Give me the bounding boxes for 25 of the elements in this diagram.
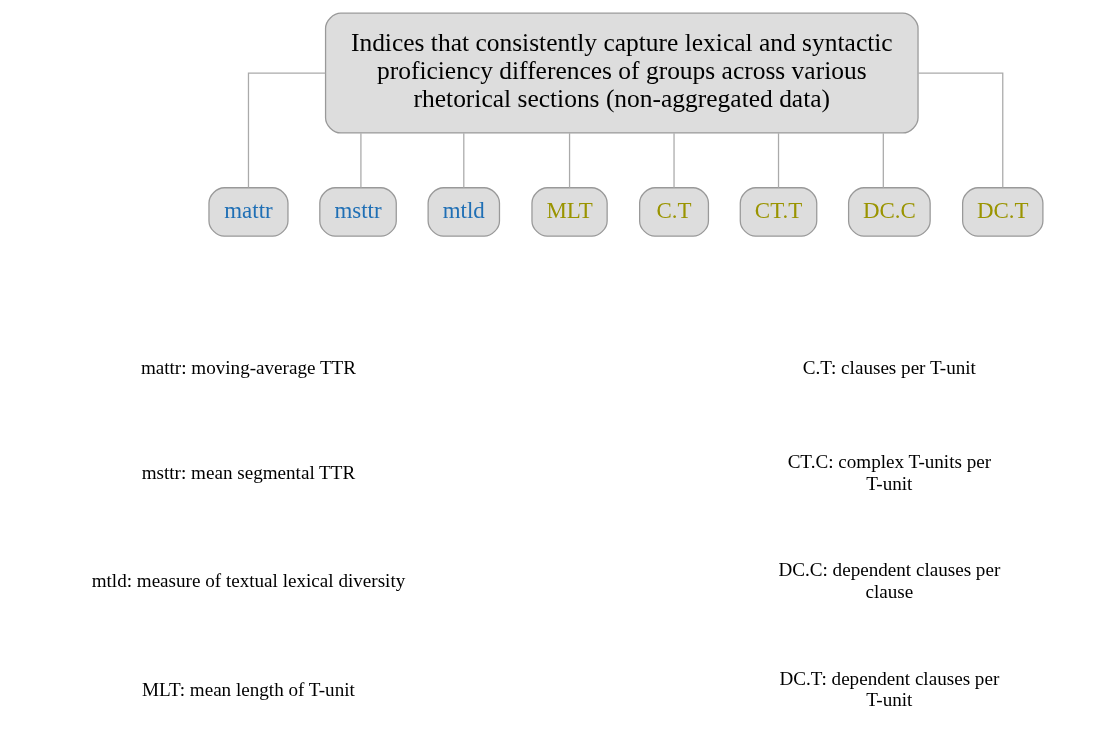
label: mtld: measure of textual lexical diversity <box>91 570 405 592</box>
connector <box>568 132 570 189</box>
node-box: mattr <box>207 187 289 237</box>
node-box: DC.C <box>847 187 931 237</box>
label: mattr: moving-average TTR <box>140 357 356 379</box>
node-box: msttr <box>318 187 397 237</box>
node-box: C.T <box>638 187 709 237</box>
label: MLT: mean length of T-unit <box>141 678 355 700</box>
node-box: mtld <box>427 187 500 237</box>
node-box: DC.T <box>961 187 1044 237</box>
connector <box>917 72 1003 189</box>
node-box: Indices that consistently capture lexical and syntactic proficiency differences of groups across various rhetorical sections (non-aggregated data) <box>324 12 919 134</box>
label: msttr: mean segmental TTR <box>141 461 355 483</box>
connector <box>462 132 464 189</box>
connector <box>672 132 675 189</box>
node-box: MLT <box>530 187 608 237</box>
connector <box>247 72 326 189</box>
label: C.T: clauses per T-unit <box>802 357 976 379</box>
label: DC.C: dependent clauses per clause <box>777 559 1000 603</box>
connector <box>359 132 362 189</box>
connector <box>882 132 884 189</box>
connector <box>777 132 779 189</box>
label: DC.T: dependent clauses per T-unit <box>778 667 999 711</box>
label: CT.C: complex T-units per T-unit <box>787 451 991 494</box>
node-box: CT.T <box>739 187 817 237</box>
